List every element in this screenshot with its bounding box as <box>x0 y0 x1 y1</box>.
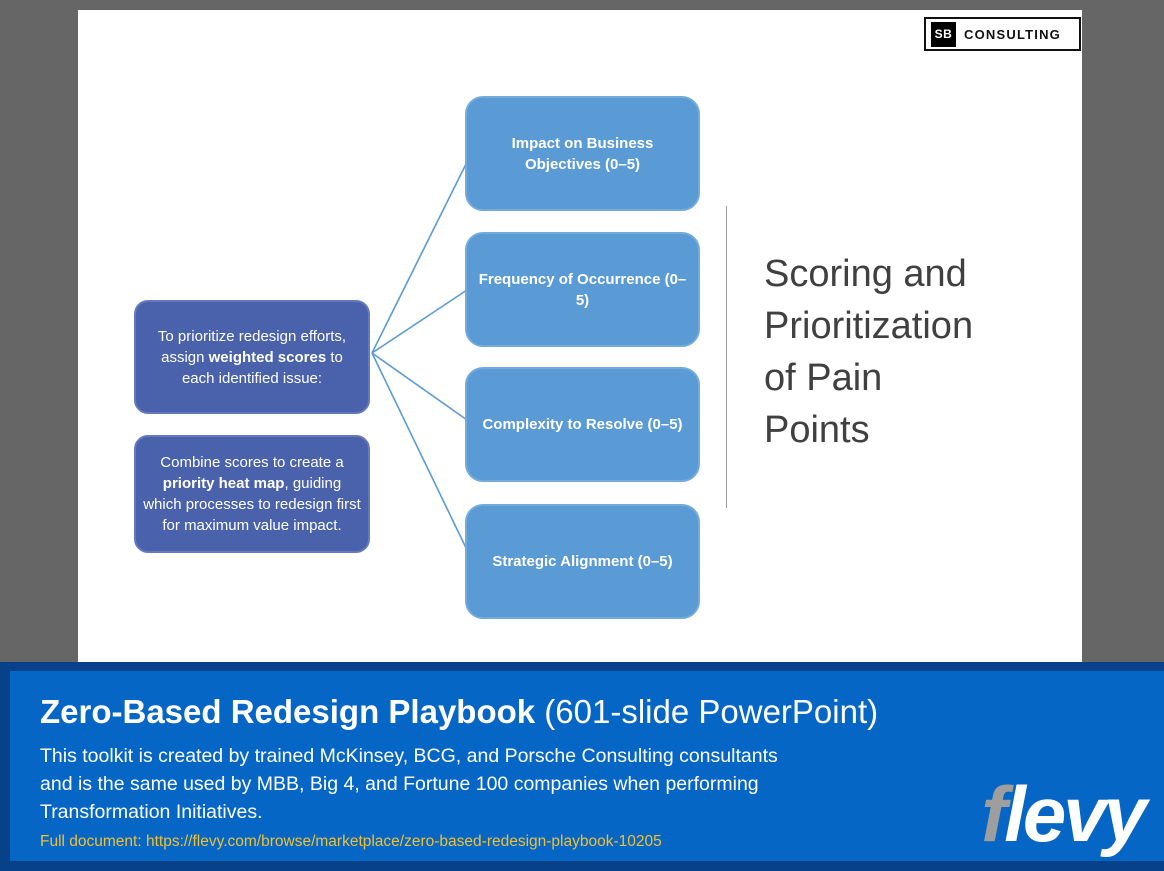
slide-title-line: Scoring and <box>764 253 967 295</box>
sb-logo-name: CONSULTING <box>964 26 1061 42</box>
product-description-line: and is the same used by MBB, Big 4, and … <box>40 773 759 795</box>
criterion-box-strategic: Strategic Alignment (0–5) <box>465 504 700 619</box>
product-description-line: Transformation Initiatives. <box>40 801 263 823</box>
flevy-logo-levy: levy <box>1004 770 1147 858</box>
product-title-format: (601-slide PowerPoint) <box>535 693 879 730</box>
full-document-link[interactable]: Full document: https://flevy.com/browse/… <box>40 833 662 850</box>
flevy-logo-f: f <box>981 770 1007 858</box>
slide-title-line: Prioritization <box>764 305 974 347</box>
product-title: Zero-Based Redesign Playbook (601-slide … <box>40 692 1164 732</box>
sb-consulting-logo: SB CONSULTING <box>924 17 1081 51</box>
criterion-box-complexity: Complexity to Resolve (0–5) <box>465 367 700 482</box>
combine-scores-box: Combine scores to create a priority heat… <box>134 435 370 553</box>
flevy-logo: flevy <box>981 767 1147 861</box>
intro-box-text: To prioritize redesign efforts, assign w… <box>157 327 347 387</box>
intro-box: To prioritize redesign efforts, assign w… <box>134 300 370 414</box>
product-description-line: This toolkit is created by trained McKin… <box>40 745 778 767</box>
slide-title-line: of Pain <box>764 357 883 399</box>
criterion-label: Complexity to Resolve (0–5) <box>482 416 683 433</box>
criterion-label: Strategic Alignment (0–5) <box>492 553 673 570</box>
product-banner: Zero-Based Redesign Playbook (601-slide … <box>0 662 1164 871</box>
product-description: This toolkit is created by trained McKin… <box>40 742 1164 826</box>
connector-lines <box>371 161 468 551</box>
sb-logo-mark: SB <box>931 21 956 47</box>
criterion-box-frequency: Frequency of Occurrence (0–5) <box>465 232 700 347</box>
slide: SB CONSULTING To prioritize redesign eff… <box>78 10 1082 662</box>
criterion-box-impact: Impact on Business Objectives (0–5) <box>465 96 700 211</box>
slide-title: Scoring and Prioritization of Pain Point… <box>764 248 973 456</box>
title-divider <box>726 206 727 508</box>
combine-scores-text: Combine scores to create a priority heat… <box>143 454 361 534</box>
criterion-label: Frequency of Occurrence (0–5) <box>478 270 687 309</box>
product-title-name: Zero-Based Redesign Playbook <box>40 693 536 730</box>
slide-title-line: Points <box>764 409 870 451</box>
product-banner-inner: Zero-Based Redesign Playbook (601-slide … <box>10 671 1164 861</box>
criterion-label: Impact on Business Objectives (0–5) <box>511 134 654 173</box>
